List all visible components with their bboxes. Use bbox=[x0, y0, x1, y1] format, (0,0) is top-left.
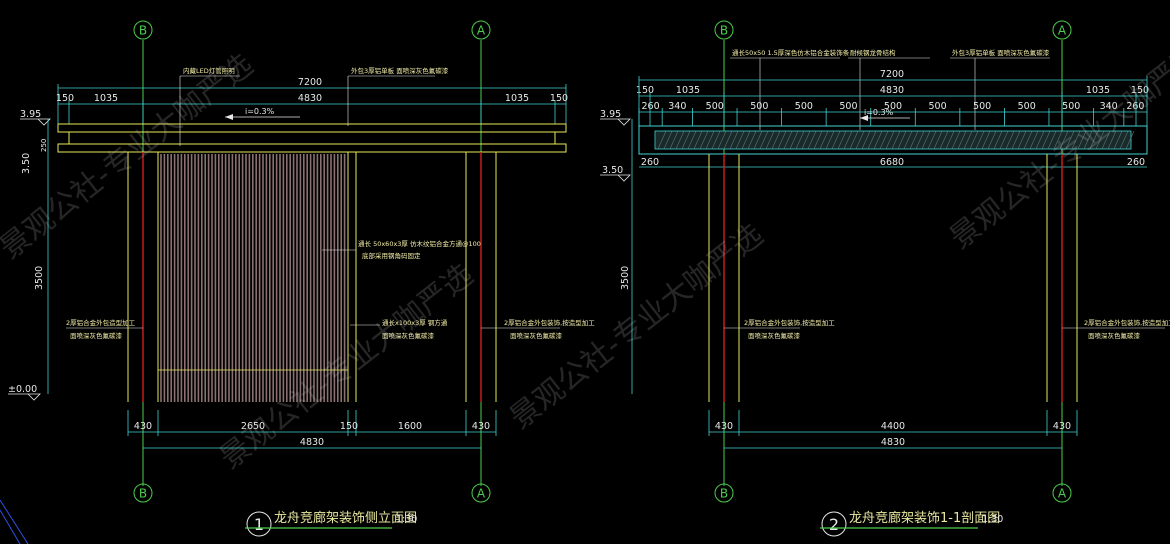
right-section: B A B A 通长50x50 1.5厚深色仿木铝合金装饰条 耐候钢龙骨结构 外… bbox=[600, 20, 1170, 537]
dim-r3-seg: 500 bbox=[884, 101, 902, 112]
dim-r-bot-430-r: 430 bbox=[1053, 421, 1071, 432]
level-r-3-95: 3.95 bbox=[600, 109, 621, 120]
dim-row-3: 260 340 500 500 500 500 500 500 500 500 500 340 260 bbox=[638, 101, 1144, 126]
beam-bottom-plate bbox=[57, 143, 567, 153]
scale-right: 1:30 bbox=[982, 514, 1003, 525]
dim-r3-seg: 260 bbox=[642, 101, 660, 112]
note-fins-2: 底部采用钢角码固定 bbox=[362, 251, 421, 260]
title-bubble-1 bbox=[246, 511, 272, 537]
dim-r-total: 7200 bbox=[880, 69, 904, 80]
dim-vert-250: 250 bbox=[40, 139, 48, 152]
dim-r2-0: 150 bbox=[636, 85, 654, 96]
note-r-3: 外包3厚铝单板 面喷深灰色氟碳漆 bbox=[952, 48, 1050, 57]
watermark-1: 景观公社-专业大咖严选 bbox=[0, 47, 260, 266]
note-tube: 通长x100x3厚 钢方通 bbox=[382, 318, 448, 327]
title-number-1: 1 bbox=[254, 515, 264, 534]
dim-under-260-l: 260 bbox=[641, 157, 659, 168]
level-3-50: 3.50 bbox=[21, 153, 32, 174]
dim-r3-seg: 500 bbox=[706, 101, 724, 112]
note-r-2: 耐候钢龙骨结构 bbox=[850, 48, 896, 57]
dim-r-bot-430-l: 430 bbox=[715, 421, 733, 432]
grid-label-a-top-r: A bbox=[1058, 24, 1067, 38]
grid-label-a-bottom: A bbox=[477, 487, 486, 501]
title-left: 龙舟竞廊架装饰侧立面图 bbox=[274, 510, 417, 526]
dim-r-bot-total: 4830 bbox=[881, 437, 905, 448]
note-tube-2: 面喷深灰色氟碳漆 bbox=[382, 331, 435, 340]
note-led: 内藏LED灯管照明 bbox=[183, 66, 235, 75]
dim-r2-1: 1035 bbox=[676, 85, 700, 96]
grid-label-b-bottom-r: B bbox=[720, 487, 728, 501]
scale-left: 1:30 bbox=[396, 514, 417, 525]
slope-label: i=0.3% bbox=[245, 107, 275, 116]
dim-r2-4: 150 bbox=[1131, 85, 1149, 96]
note-col-right: 2厚铝合金外包装饰,按造型加工 bbox=[504, 318, 595, 327]
beam-section-outline bbox=[638, 125, 1148, 155]
dim-vert-3500: 3500 bbox=[34, 266, 45, 290]
dim-r3-seg: 260 bbox=[1126, 101, 1144, 112]
note-r-col-left: 2厚铝合金外包装饰,按造型加工 bbox=[744, 318, 835, 327]
note-col-left: 2厚铝合金外包造型加工 bbox=[66, 318, 136, 327]
level-0-00: ±0.00 bbox=[8, 384, 37, 395]
grid-label-b-top-r: B bbox=[720, 24, 728, 38]
dim-r3-seg: 500 bbox=[1018, 101, 1036, 112]
left-elevation: B A B A 7200 150 1035 4830 1035 150 3.95… bbox=[8, 20, 595, 537]
note-r-col-right-2: 面喷深灰色氟碳漆 bbox=[1088, 331, 1141, 340]
dim-r3-seg: 500 bbox=[973, 101, 991, 112]
dim-seg-1035-r: 1035 bbox=[505, 93, 529, 104]
slope-label-r: i=0.3% bbox=[864, 108, 894, 117]
title-right: 龙舟竞廊架装饰1-1剖面图 bbox=[849, 510, 1000, 526]
grid-bubble-a-top bbox=[471, 20, 491, 40]
beam-hatch bbox=[657, 130, 1135, 150]
dim-total-top: 7200 bbox=[298, 77, 322, 88]
note-col-left-2: 面喷深灰色氟碳漆 bbox=[70, 331, 123, 340]
grid-label-b-top: B bbox=[139, 24, 147, 38]
note-col-right-2: 面喷深灰色氟碳漆 bbox=[510, 331, 563, 340]
wood-grain-fin-screen bbox=[160, 154, 346, 402]
note-r-col-left-2: 面喷深灰色氟碳漆 bbox=[748, 331, 801, 340]
grid-label-b-bottom: B bbox=[139, 487, 147, 501]
dim-r2-2: 4830 bbox=[880, 85, 904, 96]
dim-seg-4830: 4830 bbox=[298, 93, 322, 104]
level-3-95: 3.95 bbox=[20, 109, 41, 120]
dim-seg-150-l: 150 bbox=[56, 93, 74, 104]
dim-r-bot-4400: 4400 bbox=[881, 421, 905, 432]
dim-bot-150: 150 bbox=[340, 421, 358, 432]
dim-seg-1035-l: 1035 bbox=[94, 93, 118, 104]
dim-bot-430-r: 430 bbox=[472, 421, 490, 432]
dim-under-6680: 6680 bbox=[880, 157, 904, 168]
dim-r3-seg: 340 bbox=[1100, 101, 1118, 112]
dim-under-260-r: 260 bbox=[1127, 157, 1145, 168]
dim-r2-3: 1035 bbox=[1086, 85, 1110, 96]
level-r-3-50: 3.50 bbox=[602, 165, 623, 176]
note-r-col-right: 2厚铝合金外包装饰,按造型加工 bbox=[1084, 318, 1170, 327]
grid-bubble-a-bottom bbox=[471, 483, 491, 503]
dim-r3-seg: 500 bbox=[1062, 101, 1080, 112]
dim-bot-2650: 2650 bbox=[241, 421, 265, 432]
title-number-2: 2 bbox=[829, 515, 839, 534]
grid-label-a-top: A bbox=[477, 24, 486, 38]
dim-r3-seg: 500 bbox=[795, 101, 813, 112]
dim-r3-seg: 500 bbox=[839, 101, 857, 112]
grid-bubble-b-bottom bbox=[133, 483, 153, 503]
dim-r-vert-3500: 3500 bbox=[620, 266, 631, 290]
dim-bot-total: 4830 bbox=[300, 437, 324, 448]
dim-r3-seg: 340 bbox=[668, 101, 686, 112]
dim-bot-1600: 1600 bbox=[398, 421, 422, 432]
note-fins: 通长 50x60x3厚 仿木纹铝合金方通@100 bbox=[358, 239, 481, 248]
grid-bubble-b-top bbox=[133, 20, 153, 40]
dim-r3-seg: 500 bbox=[928, 101, 946, 112]
dim-bot-430-l: 430 bbox=[134, 421, 152, 432]
grid-label-a-bottom-r: A bbox=[1058, 487, 1067, 501]
note-top-right: 外包3厚铝单板 面喷深灰色氟碳漆 bbox=[351, 66, 449, 75]
dim-r3-seg: 500 bbox=[750, 101, 768, 112]
beam-top-plate bbox=[57, 123, 567, 133]
note-r-1: 通长50x50 1.5厚深色仿木铝合金装饰条 bbox=[732, 48, 850, 57]
dim-seg-150-r: 150 bbox=[550, 93, 568, 104]
